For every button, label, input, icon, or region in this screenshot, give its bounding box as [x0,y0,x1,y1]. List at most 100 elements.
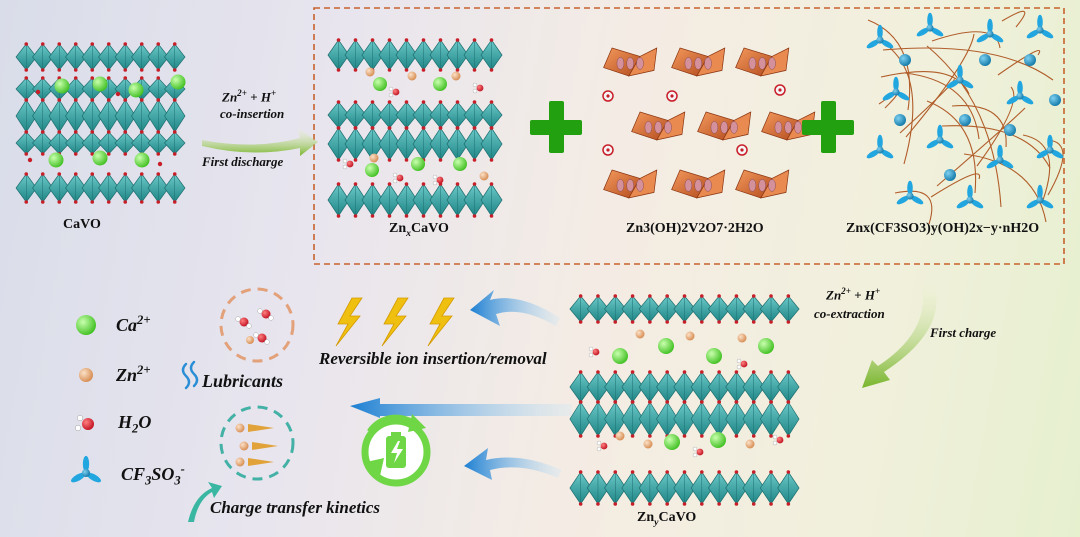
network-strand [963,153,1047,223]
label-insertion-ions: Zn2+ + H+ [222,88,277,105]
ca-ion [433,77,447,91]
blue-arrow-top [470,290,560,326]
znx-cavo-layers-row-1 [327,100,503,130]
ca-ion [411,157,425,171]
ca-ion [170,74,186,90]
battery-cycle-icon [361,414,431,487]
ca-ion [54,78,70,94]
ca-ion-legend-icon [76,315,96,335]
znx-cavo-layers-row-0 [327,38,503,72]
zn3-water-cluster [774,84,786,96]
kinetics-cone [252,442,278,450]
label-first-discharge: First discharge [202,154,284,169]
zn3-polyhedron-unit [603,47,658,77]
ca-ion [92,76,108,92]
label-extraction-ions: Zn2+ + H+ [826,286,881,303]
network-strand [926,100,977,194]
network-strand [894,190,933,225]
products-dashed-box [313,7,1065,265]
label-znx-cavo: ZnxCaVO [389,221,449,239]
lubricant-squiggle-icon [181,360,199,390]
zn3-polyhedron-unit [735,47,790,77]
zn-center [899,54,911,66]
network-strand [926,45,1002,208]
network-strand [976,86,1015,167]
zn-center [959,114,971,126]
network-strand [1047,139,1064,196]
cf3so3-anion [986,144,1014,169]
water-molecule [392,172,404,184]
water-molecule [772,434,784,446]
zn-center [1024,54,1036,66]
ca-ion [612,348,628,364]
cavo-layers-row-2 [15,98,186,134]
water-molecule [388,86,400,98]
label-co-insertion: co-insertion [220,106,285,121]
zn3-polyhedron-unit [735,169,790,199]
zny-cavo-layers-row-3 [569,470,800,506]
oxygen-atom [157,161,163,167]
label-znx-cf3-formula: Znx(CF3SO3)y(OH)2x−y·nH2O [846,221,1040,236]
interlayer-ions [27,67,784,458]
ca-ion [453,157,467,171]
zny-cavo-layers-row-2 [569,400,800,438]
network-strand [899,78,955,134]
zn3-water-cluster [602,90,614,102]
network-strand [867,19,911,111]
label-lubricants: Lubricants [202,371,284,391]
lubricant-circle [219,287,295,363]
water-molecule [588,346,600,358]
legend-zn: Zn2+ [116,363,151,385]
zn-ion [643,439,653,449]
zny-cavo-layers-row-1 [569,370,800,404]
ca-ion [710,432,726,448]
zn-center [979,54,991,66]
label-cavo: CaVO [63,217,101,232]
ca-ion [134,152,150,168]
kinetics-hook-arrow [188,482,222,522]
zn-ion [369,153,379,163]
cavo-layers-row-0 [15,42,186,72]
network-strand [882,47,1054,81]
cf3so3-anion [866,134,894,159]
znx-cavo-layers-row-2 [327,126,503,162]
water-molecule [736,358,748,370]
cf3so3-anion [946,64,974,89]
kinetics-zn-ion [239,441,249,451]
zn-ion-legend-icon [79,368,93,382]
first-charge-arrow [862,284,937,388]
cf3so3-anion [1036,134,1064,159]
network-strand [904,72,980,140]
ca-ion [758,338,774,354]
zn3-polyhedron-unit [697,111,752,141]
ca-ion [92,150,108,166]
blue-arrow-middle [350,398,572,418]
cf3so3-anion [1026,14,1054,39]
oxygen-atom [115,91,121,97]
plus-sign-1 [530,101,582,153]
zn-ion [407,71,417,81]
lightning-bolt-icons [335,297,455,347]
zn3-polyhedron-unit [603,169,658,199]
charge-transfer-cones [235,423,278,467]
znx-cavo-layers-row-3 [327,182,503,218]
zn3-polyhedron-unit [631,111,686,141]
zn-center [1049,94,1061,106]
zn-ion [635,329,645,339]
network-strand [1001,10,1026,28]
cf3so3-anion [916,12,944,37]
ca-ion [373,77,387,91]
network-strand [951,105,1007,148]
blue-arrow-bottom [464,448,562,480]
ca-ion [706,348,722,364]
water-molecule [342,158,354,170]
zn3-water-cluster [666,90,678,102]
kinetics-zn-ion [235,423,245,433]
label-kinetics: Charge transfer kinetics [210,498,381,517]
cf3so3-anion [896,180,924,205]
zn-ion [685,331,695,341]
label-reversible: Reversible ion insertion/removal [319,349,547,368]
ca-ion [658,338,674,354]
